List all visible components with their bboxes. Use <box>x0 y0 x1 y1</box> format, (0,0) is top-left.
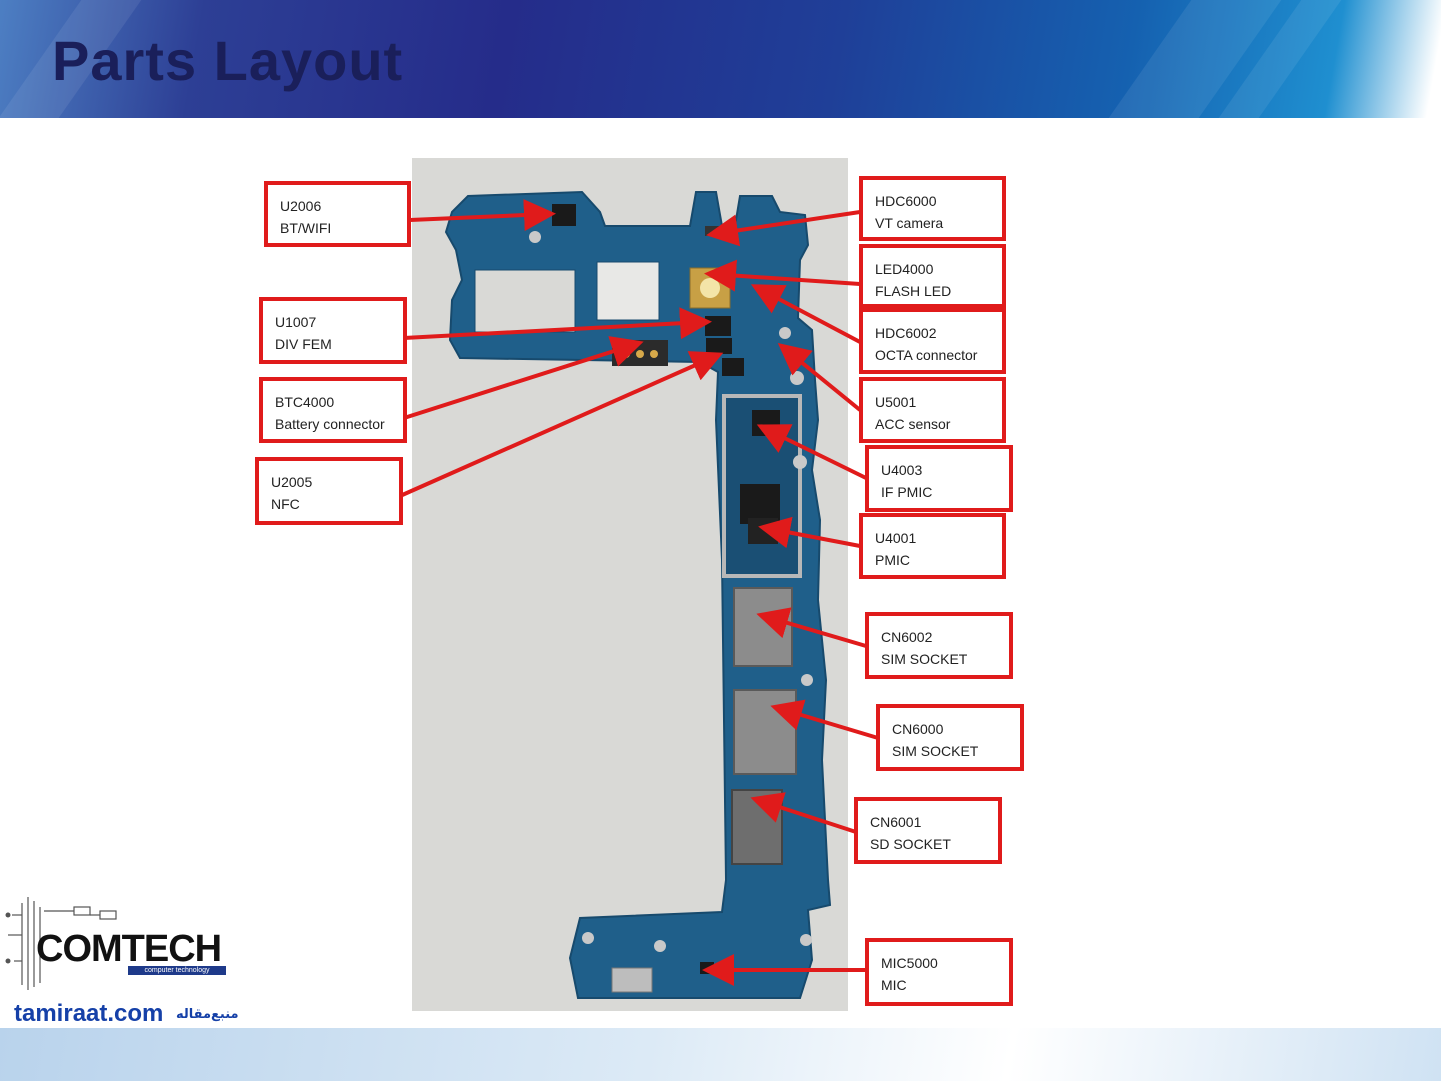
label-desc: MIC <box>881 974 997 996</box>
label-desc: SD SOCKET <box>870 833 986 855</box>
label-ref: U1007 <box>275 311 391 333</box>
logo-tagline: computer technology <box>128 966 226 975</box>
label-desc: VT camera <box>875 212 990 234</box>
label-ref: CN6001 <box>870 811 986 833</box>
label-u1007: U1007 DIV FEM <box>259 297 407 364</box>
label-desc: OCTA connector <box>875 344 990 366</box>
label-desc: DIV FEM <box>275 333 391 355</box>
label-hdc6000: HDC6000 VT camera <box>859 176 1006 241</box>
label-desc: PMIC <box>875 549 990 571</box>
label-cn6001: CN6001 SD SOCKET <box>854 797 1002 864</box>
label-u4001: U4001 PMIC <box>859 513 1006 579</box>
label-ref: U2005 <box>271 471 387 493</box>
slide-footer <box>0 1028 1441 1081</box>
label-u5001: U5001 ACC sensor <box>859 377 1006 443</box>
label-desc: ACC sensor <box>875 413 990 435</box>
label-desc: BT/WIFI <box>280 217 395 239</box>
label-ref: MIC5000 <box>881 952 997 974</box>
label-ref: U5001 <box>875 391 990 413</box>
label-ref: CN6002 <box>881 626 997 648</box>
label-ref: U2006 <box>280 195 395 217</box>
label-hdc6002: HDC6002 OCTA connector <box>859 308 1006 374</box>
label-u2006: U2006 BT/WIFI <box>264 181 411 247</box>
label-cn6002: CN6002 SIM SOCKET <box>865 612 1013 679</box>
label-mic5000: MIC5000 MIC <box>865 938 1013 1006</box>
comtech-logo-text: COMTECH <box>36 928 221 971</box>
label-btc4000: BTC4000 Battery connector <box>259 377 407 443</box>
label-ref: U4003 <box>881 459 997 481</box>
label-desc: IF PMIC <box>881 481 997 503</box>
label-desc: Battery connector <box>275 413 391 435</box>
label-ref: U4001 <box>875 527 990 549</box>
label-desc: FLASH LED <box>875 280 990 302</box>
label-desc: SIM SOCKET <box>892 740 1008 762</box>
label-ref: HDC6002 <box>875 322 990 344</box>
label-led4000: LED4000 FLASH LED <box>859 244 1006 308</box>
label-desc: SIM SOCKET <box>881 648 997 670</box>
arabic-caption: منبع‌مقاله <box>176 1007 239 1022</box>
label-u4003: U4003 IF PMIC <box>865 445 1013 512</box>
label-ref: LED4000 <box>875 258 990 280</box>
label-cn6000: CN6000 SIM SOCKET <box>876 704 1024 771</box>
label-u2005: U2005 NFC <box>255 457 403 525</box>
label-ref: HDC6000 <box>875 190 990 212</box>
label-desc: NFC <box>271 493 387 515</box>
label-ref: CN6000 <box>892 718 1008 740</box>
site-url: tamiraat.com <box>14 1000 163 1028</box>
label-ref: BTC4000 <box>275 391 391 413</box>
